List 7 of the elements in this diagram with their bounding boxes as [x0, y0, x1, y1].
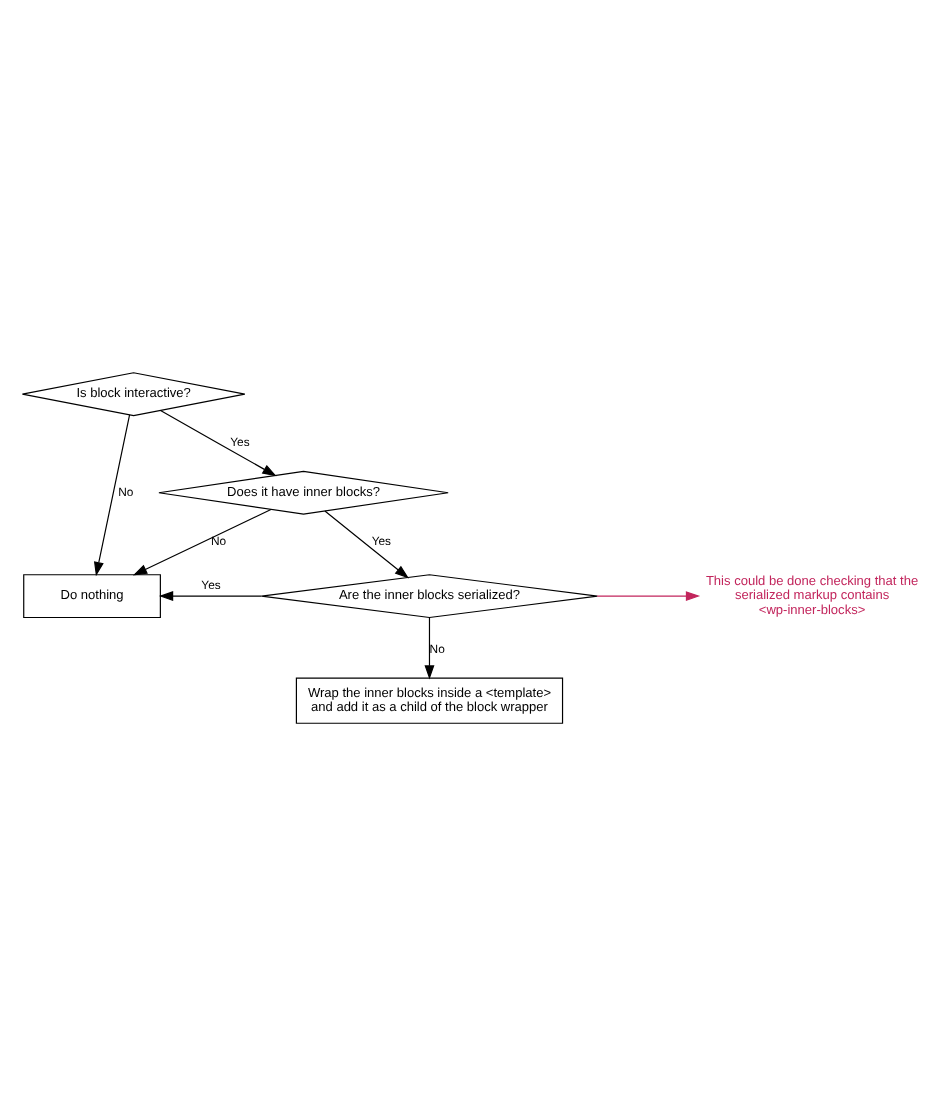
arrow [596, 591, 701, 602]
arrow [158, 591, 263, 602]
arrow [324, 510, 409, 579]
arrow [93, 414, 131, 577]
arrow [159, 409, 277, 477]
arrow [424, 617, 435, 680]
arrow [132, 508, 272, 576]
